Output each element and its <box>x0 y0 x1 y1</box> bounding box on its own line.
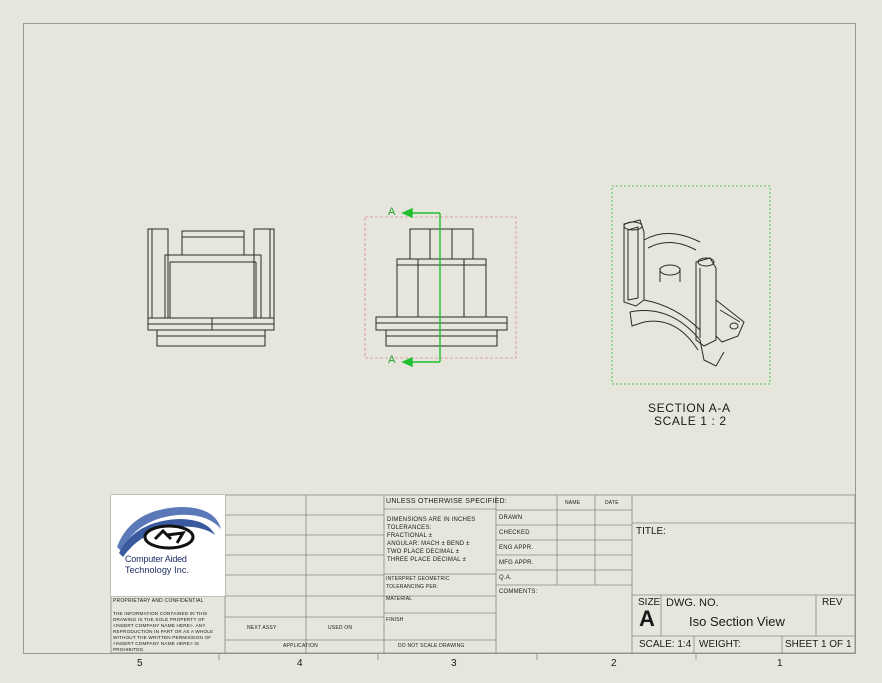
section-label-line2: SCALE 1 : 2 <box>654 414 727 428</box>
size-value: A <box>639 606 655 631</box>
zone-label-4: 4 <box>297 658 303 669</box>
size-label: SIZE <box>638 597 661 608</box>
tolerances-line: TOLERANCES: <box>387 525 432 531</box>
section-marker-top[interactable]: A <box>388 206 396 218</box>
title-label: TITLE: <box>636 526 667 537</box>
proprietary-text-line: <INSERT COMPANY NAME HERE> IS <box>113 641 200 646</box>
approval-row-eng-appr: ENG APPR. <box>499 545 534 551</box>
logo-name-line1: Computer Aided <box>125 554 187 564</box>
proprietary-header: PROPRIETARY AND CONFIDENTIAL <box>113 598 204 604</box>
sheet-count: SHEET 1 OF 1 <box>785 639 852 650</box>
zone-label-5: 5 <box>137 658 143 669</box>
company-logo: Computer Aided Technology Inc. <box>111 495 225 596</box>
dwg-no-value[interactable]: Iso Section View <box>689 614 785 629</box>
iso-section-bounds <box>611 185 771 385</box>
front-view[interactable] <box>147 228 275 347</box>
interpret-line2: TOLERANCING PER: <box>386 584 439 590</box>
rev-label: REV <box>822 597 843 608</box>
proprietary-text-line: PROHIBITED. <box>113 647 145 652</box>
approval-row-comments: COMMENTS: <box>499 589 538 595</box>
proprietary-text-line: DRAWING IS THE SOLE PROPERTY OF <box>113 617 205 622</box>
zone-ticks <box>218 654 697 660</box>
approval-row-checked: CHECKED <box>499 530 530 536</box>
proprietary-text-line: WITHOUT THE WRITTEN PERMISSION OF <box>113 635 212 640</box>
next-assy-label: NEXT ASSY <box>247 625 277 631</box>
zone-label-1: 1 <box>777 658 783 669</box>
weight-label: WEIGHT: <box>699 639 741 650</box>
tolerances-line: DIMENSIONS ARE IN INCHES <box>387 517 476 523</box>
dwg-no-label: DWG. NO. <box>666 597 719 609</box>
interpret-line1: INTERPRET GEOMETRIC <box>386 576 450 582</box>
name-header: NAME <box>565 500 581 506</box>
tolerances-line: FRACTIONAL ± <box>387 533 433 539</box>
date-header: DATE <box>605 500 619 506</box>
proprietary-text-line: THE INFORMATION CONTAINED IN THIS <box>113 611 208 616</box>
section-cut-line[interactable] <box>401 207 441 368</box>
used-on-label: USED ON <box>328 625 353 631</box>
proprietary-text-line: <INSERT COMPANY NAME HERE>. ANY <box>113 623 206 628</box>
application-label: APPLICATION <box>283 643 318 649</box>
scale-value: SCALE: 1:4 <box>639 639 692 650</box>
approval-row-mfg-appr: MFG APPR. <box>499 560 534 566</box>
tolerances-line: THREE PLACE DECIMAL ± <box>387 557 466 563</box>
logo-name-line2: Technology Inc. <box>125 565 190 575</box>
do-not-scale-label: DO NOT SCALE DRAWING <box>398 643 465 649</box>
proprietary-text-line: REPRODUCTION IN PART OR AS A WHOLE <box>113 629 214 634</box>
tolerances-line: TWO PLACE DECIMAL ± <box>387 549 460 555</box>
section-marker-bottom[interactable]: A <box>388 354 396 366</box>
tolerances-line: ANGULAR: MACH ± BEND ± <box>387 541 470 547</box>
material-label: MATERIAL <box>386 596 413 602</box>
zone-label-2: 2 <box>611 658 617 669</box>
finish-label: FINISH <box>386 617 404 623</box>
approval-row-qa: Q.A. <box>499 575 512 581</box>
logo-swoosh-icon <box>117 507 221 557</box>
approval-row-drawn: DRAWN <box>499 515 523 521</box>
iso-section-view[interactable] <box>623 219 745 367</box>
section-view[interactable] <box>375 228 508 347</box>
section-label-line1: SECTION A-A <box>648 401 731 415</box>
sheet-border <box>23 23 856 654</box>
zone-label-3: 3 <box>451 658 457 669</box>
tolerances-header: UNLESS OTHERWISE SPECIFIED: <box>386 498 508 505</box>
